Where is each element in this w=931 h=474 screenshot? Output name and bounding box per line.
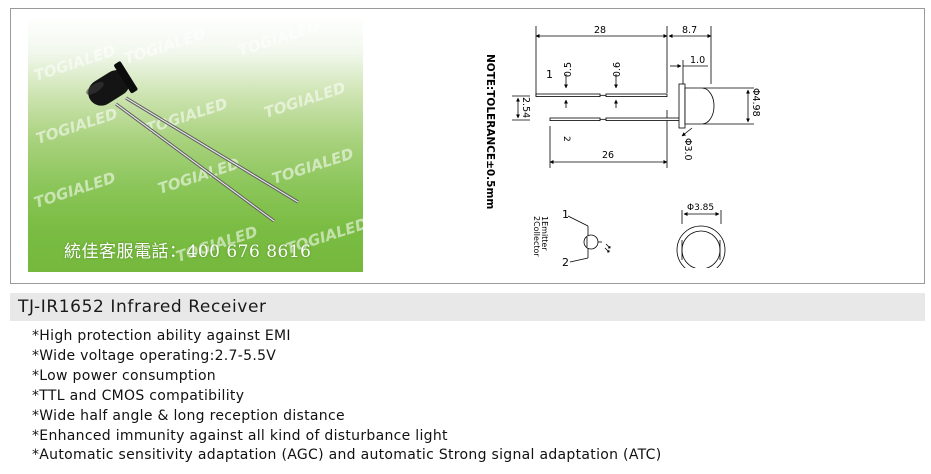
watermark: TOGIALED [34,104,120,147]
schematic-pin-1: 1 [562,208,569,221]
drawing-leads [535,93,682,121]
product-photo-art: TOGIALED TOGIALED TOGIALED TOGIALED TOGI… [32,16,363,265]
pin-1-label: 1 [546,68,553,81]
dim-lead-width-2: 0.6 [612,62,623,77]
dim-pitch: 2.54 [520,97,531,118]
dim-flange: 1.0 [690,55,705,66]
watermark: TOGIALED [32,168,118,211]
schematic-pin-2: 2 [562,256,569,268]
pin-legend-collector: 2Collector [532,216,541,257]
watermark: TOGIALED [270,144,356,187]
watermark: TOGIALED [262,78,348,121]
dim-length-total: 28 [594,25,606,36]
dim-end-diameter: Φ3.85 [687,203,714,213]
component-leads [115,96,299,223]
end-view: Φ3.85 [676,203,726,268]
watermark: TOGIALED [122,24,208,67]
product-photo: TOGIALED TOGIALED TOGIALED TOGIALED TOGI… [28,16,363,272]
dim-body-length: 8.7 [682,25,697,36]
feature-list: *High protection ability against EMI *Wi… [32,327,661,466]
dim-lead-length: 26 [602,150,614,161]
drawing-body [678,83,715,129]
dim-lens-diameter: Φ3.0 [682,138,693,161]
contact-phone: 統佳客服電話：400 676 8616 [64,242,312,262]
feature-item: *Automatic sensitivity adaptation (AGC) … [32,447,662,464]
dim-body-diameter: Φ4.98 [750,88,761,117]
feature-item: *Low power consumption [32,367,216,384]
tolerance-note: NOTE:TOLERANCE±0.5mm [484,54,496,209]
feature-item: *Enhanced immunity against all kind of d… [32,427,448,444]
photodiode-schematic: 1 2 1Emitter 2Collector [532,208,611,268]
product-title: TJ-IR1652 Infrared Receiver [18,297,267,317]
ir-receiver-body [86,61,138,106]
pin-legend-emitter: 1Emitter [540,216,549,251]
title-bar [10,293,925,321]
dim-lead-width-1: 0.5 [563,62,574,77]
feature-item: *High protection ability against EMI [32,328,291,344]
feature-item: *TTL and CMOS compatibility [32,387,245,404]
feature-item: *Wide half angle & long reception distan… [32,407,345,424]
watermark: TOGIALED [236,16,322,59]
feature-item: *Wide voltage operating:2.7-5.5V [32,347,277,364]
pin-2-label: 2 [561,136,571,142]
technical-drawing: NOTE:TOLERANCE±0.5mm 28 8.7 1.0 0.5 0.6 … [484,25,761,268]
